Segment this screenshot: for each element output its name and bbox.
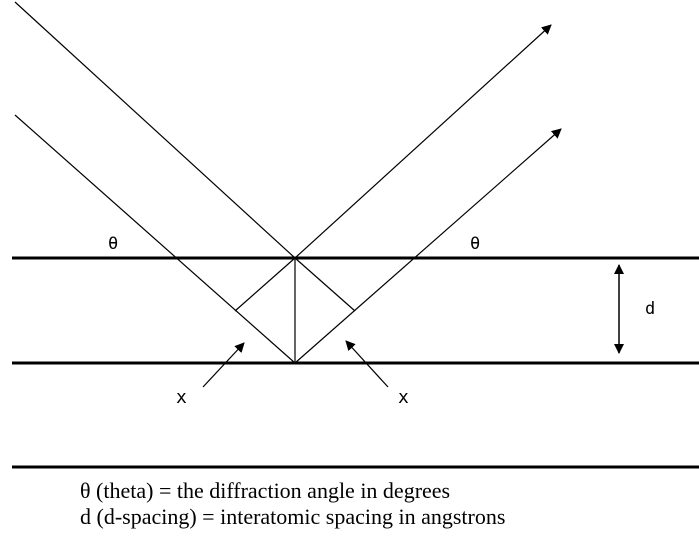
legend-theta-definition: θ (theta) = the diffraction angle in deg… <box>80 478 451 503</box>
x-label-left: x <box>176 387 187 408</box>
legend-d-spacing-definition: d (d-spacing) = interatomic spacing in a… <box>80 504 506 529</box>
path-difference-perpendicular-left <box>234 257 296 312</box>
incident-ray-lower <box>14 114 296 364</box>
legend: θ (theta) = the diffraction angle in deg… <box>80 478 505 530</box>
x-label-right: x <box>398 387 409 408</box>
theta-label-left: θ <box>108 234 118 254</box>
incident-ray-upper <box>14 1 296 259</box>
path-difference-perpendicular-right <box>294 257 356 312</box>
reflected-ray-upper <box>294 24 552 259</box>
reflected-ray-lower <box>294 128 562 364</box>
theta-label-right: θ <box>470 234 480 254</box>
x-pointer-arrow-left <box>202 342 245 388</box>
x-pointer-arrow-right <box>345 340 389 388</box>
d-spacing-label: d <box>645 299 655 319</box>
